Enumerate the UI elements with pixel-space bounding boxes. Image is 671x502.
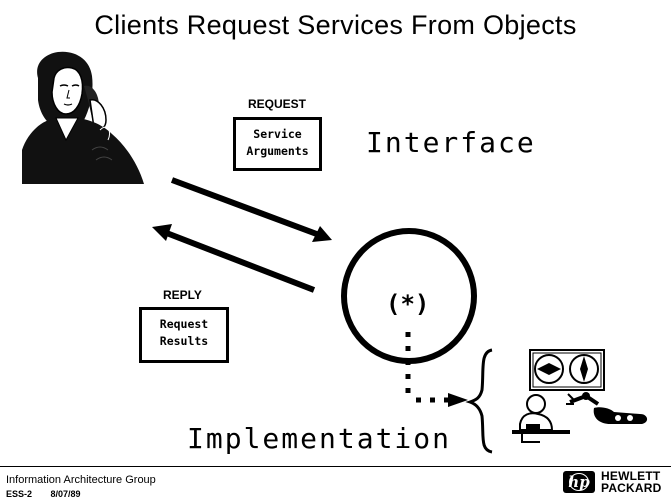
hp-brand-line-2: PACKARD — [601, 481, 662, 495]
footer-info: Information Architecture Group ESS-2 8/0… — [6, 473, 156, 501]
footer-code: ESS-2 — [6, 489, 33, 499]
request-line-1: Service — [253, 127, 302, 141]
footer-divider — [0, 466, 671, 467]
implementation-label: Implementation — [187, 422, 452, 455]
tape-reels-icon — [529, 349, 605, 391]
request-arrow — [170, 177, 332, 242]
hp-logo-mark: hp — [568, 473, 590, 491]
robot-arm-icon — [566, 392, 648, 424]
reply-heading: REPLY — [163, 288, 202, 302]
hp-brand-text: HEWLETT PACKARD — [601, 470, 662, 494]
reply-box: Request Results — [139, 307, 229, 363]
implementation-brace — [465, 348, 493, 454]
reply-line-1: Request — [159, 317, 209, 331]
object-symbol: (*) — [386, 290, 430, 318]
client-person-on-phone-icon — [22, 51, 144, 184]
reply-arrow — [152, 224, 316, 293]
request-box: Service Arguments — [233, 117, 322, 171]
request-line-2: Arguments — [246, 144, 309, 158]
dotted-path — [405, 332, 468, 407]
interface-label: Interface — [366, 126, 536, 159]
hp-brand-line-1: HEWLETT — [601, 469, 661, 483]
operator-at-terminal-icon — [512, 394, 570, 443]
request-heading: REQUEST — [248, 97, 307, 111]
hp-logo-icon: hp — [563, 471, 595, 493]
reply-line-2: Results — [159, 334, 209, 348]
footer-date: 8/07/89 — [50, 489, 81, 499]
footer-group: Information Architecture Group — [6, 474, 156, 486]
slide-title: Clients Request Services From Objects — [94, 10, 577, 40]
